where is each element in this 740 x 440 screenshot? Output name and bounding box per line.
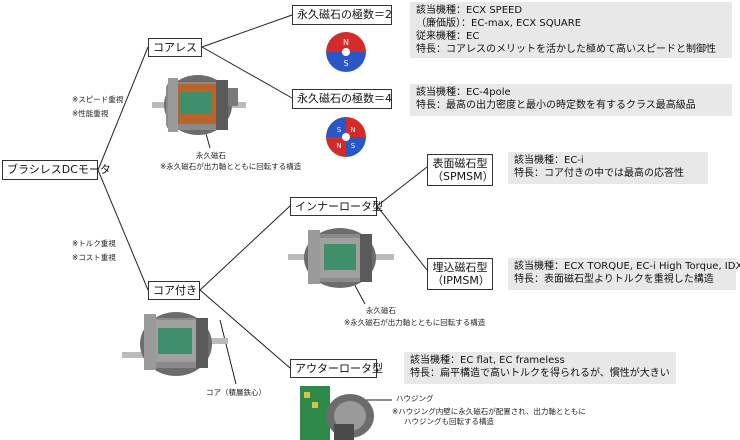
cored-node: コア付き bbox=[148, 281, 200, 300]
cored-note-cost: ※コスト重視 bbox=[72, 253, 116, 262]
outer-rotor-motor-image bbox=[300, 386, 374, 440]
ipm-feature: 特長：表面磁石型よりトルクを重視した構造 bbox=[514, 274, 714, 285]
ipm-node: 埋込磁石型 （IPMSM） bbox=[427, 258, 493, 290]
connector-coreless-pole4 bbox=[201, 46, 293, 99]
cored-note-torque: ※トルク重視 bbox=[72, 239, 116, 248]
cored-label: コア付き bbox=[153, 284, 197, 297]
pole4-pole-label-1: N bbox=[350, 126, 355, 134]
cored-motor-image bbox=[122, 312, 228, 376]
spm-feature: 特長：コア付きの中では最高の応答性 bbox=[514, 168, 684, 179]
pole4-pole-label-4: N bbox=[336, 142, 341, 150]
outer-feature: 特長：扁平構造で高いトルクを得られるが、慣性が大きい bbox=[410, 368, 670, 379]
pole4-pole-label-3: S bbox=[351, 142, 356, 150]
root-label: ブラシレスDCモータ bbox=[7, 163, 111, 176]
pole4-pole-label-2: S bbox=[337, 126, 342, 134]
pole2-label: 永久磁石の極数＝2 bbox=[297, 8, 392, 21]
inner-magnet-caption: 永久磁石 bbox=[366, 306, 396, 315]
pole2-magnet-image: N S bbox=[326, 32, 366, 72]
coreless-notes: ※スピード重視 ※性能重視 bbox=[72, 94, 123, 119]
connector-cored-outer bbox=[199, 289, 291, 369]
inner-rotor-node: インナーロータ型 bbox=[290, 197, 383, 216]
pole4-magnet-image: N S S N bbox=[326, 117, 366, 157]
housing-caption: ハウジング bbox=[396, 394, 434, 403]
connector-root-cored bbox=[97, 169, 149, 291]
outer-rotor-node: アウターロータ型 bbox=[290, 359, 383, 378]
housing-note: ※ハウジング内壁に永久磁石が配置され、出力軸とともに ハウジングも回転する構造 bbox=[392, 407, 586, 427]
spm-node: 表面磁石型 （SPMSM） bbox=[427, 154, 494, 186]
leader-core bbox=[219, 319, 237, 385]
spm-info-box: 該当機種：EC-i 特長：コア付きの中では最高の応答性 bbox=[508, 152, 708, 184]
coreless-label: コアレス bbox=[153, 41, 197, 54]
coreless-note-performance: ※性能重視 bbox=[72, 109, 109, 118]
connector-root-coreless bbox=[97, 46, 149, 171]
pole2-north-label: N bbox=[343, 38, 349, 47]
connector-coreless-pole2 bbox=[201, 14, 293, 48]
housing-note-line-1: ※ハウジング内壁に永久磁石が配置され、出力軸とともに bbox=[392, 407, 586, 416]
pole2-legacy-models: 従来機種：EC bbox=[416, 31, 480, 42]
housing-note-line-2: ハウジングも回転する構造 bbox=[404, 417, 494, 426]
pole4-label: 永久磁石の極数＝4 bbox=[297, 92, 392, 105]
inner-rotation-caption: ※永久磁石が出力軸とともに回転する構造 bbox=[344, 318, 486, 327]
inner-rotor-motor-image bbox=[288, 228, 394, 288]
outer-info-box: 該当機種：EC flat, EC frameless 特長：扁平構造で高いトルク… bbox=[404, 352, 676, 384]
spm-label: 表面磁石型 bbox=[432, 157, 488, 170]
inner-rotor-label: インナーロータ型 bbox=[295, 200, 383, 213]
ipm-abbrev: （IPMSM） bbox=[432, 274, 490, 287]
outer-rotor-label: アウターロータ型 bbox=[295, 362, 383, 375]
pole4-models: 該当機種：EC-4pole bbox=[416, 87, 511, 98]
pole2-feature: 特長：コアレスのメリットを活かした極めて高いスピードと制御性 bbox=[416, 44, 716, 55]
pole4-node: 永久磁石の極数＝4 bbox=[292, 89, 392, 109]
ipm-info-box: 該当機種：ECX TORQUE, EC-i High Torque, IDX 特… bbox=[508, 258, 740, 290]
connector-cored-inner bbox=[199, 205, 291, 291]
coreless-node: コアレス bbox=[148, 38, 202, 57]
core-caption: コア（積層鉄心） bbox=[206, 388, 266, 397]
pole2-budget-models: （廉価版）：EC-max, ECX SQUARE bbox=[416, 18, 582, 29]
coreless-magnet-caption: 永久磁石 bbox=[196, 151, 226, 160]
cored-notes: ※トルク重視 ※コスト重視 bbox=[72, 238, 116, 263]
coreless-note-speed: ※スピード重視 bbox=[72, 95, 124, 104]
outer-models: 該当機種：EC flat, EC frameless bbox=[410, 355, 565, 366]
spm-abbrev: （SPMSM） bbox=[432, 170, 494, 183]
root-node: ブラシレスDCモータ bbox=[2, 160, 111, 180]
connector-inner-ipm bbox=[376, 205, 428, 271]
pole2-info-box: 該当機種：ECX SPEED （廉価版）：EC-max, ECX SQUARE … bbox=[410, 2, 732, 58]
pole2-south-label: S bbox=[343, 59, 348, 68]
pole4-feature: 特長：最高の出力密度と最小の時定数を有するクラス最高級品 bbox=[416, 100, 696, 111]
pole4-info-box: 該当機種：EC-4pole 特長：最高の出力密度と最小の時定数を有するクラス最高… bbox=[410, 84, 732, 116]
ipm-label: 埋込磁石型 bbox=[432, 261, 488, 274]
spm-models: 該当機種：EC-i bbox=[514, 155, 584, 166]
coreless-rotation-caption: ※永久磁石が出力軸とともに回転する構造 bbox=[160, 162, 302, 171]
pole2-node: 永久磁石の極数＝2 bbox=[292, 5, 392, 25]
ipm-models: 該当機種：ECX TORQUE, EC-i High Torque, IDX bbox=[514, 261, 740, 272]
pole2-models: 該当機種：ECX SPEED bbox=[416, 5, 523, 16]
coreless-motor-image bbox=[152, 75, 246, 135]
connector-inner-spm bbox=[376, 166, 428, 207]
